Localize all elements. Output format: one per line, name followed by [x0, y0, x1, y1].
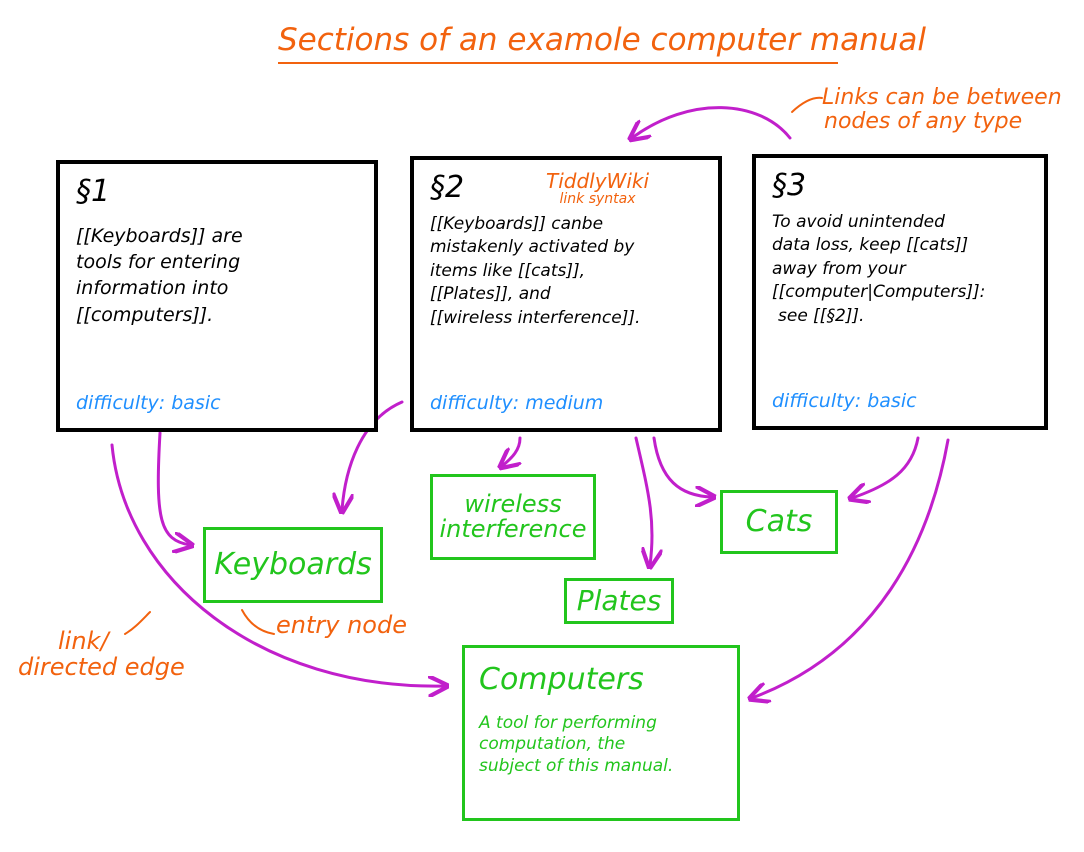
edge-s2-plates	[634, 436, 652, 565]
annotation-pointer-entry-node	[241, 609, 275, 635]
annotation-entry-node: entry node	[276, 611, 407, 639]
annotation-pointer-link-edge	[124, 611, 151, 635]
node-wireless-interference: wireless interference	[430, 474, 596, 560]
section-heading: §3	[772, 168, 807, 203]
section-body: [[Keyboards]] are tools for entering inf…	[76, 225, 243, 326]
edge-s3-computers	[752, 438, 950, 698]
node-title: Computers	[479, 662, 644, 697]
page-title: Sections of an examole computer manual	[278, 22, 926, 64]
difficulty-label: difficulty: medium	[430, 392, 604, 414]
edge-s2-wireless	[502, 436, 520, 466]
node-plates: Plates	[564, 578, 674, 624]
annotation-links-between: Links can be between nodes of any type	[822, 85, 1062, 135]
difficulty-label: difficulty: basic	[772, 390, 917, 412]
node-computers: Computers A tool for performing computat…	[462, 645, 740, 821]
edge-s2-cats	[652, 436, 712, 497]
node-description: A tool for performing computation, the s…	[479, 713, 674, 776]
section-body: [[Keyboards]] canbe mistakenly activated…	[430, 214, 641, 328]
annotation-link-edge: link/ directed edge	[18, 627, 185, 682]
node-keyboards: Keyboards	[203, 527, 383, 603]
edge-s1-computers	[110, 443, 445, 686]
section-3-card: §3 To avoid unintended data loss, keep […	[752, 154, 1048, 430]
edge-links-annotation	[632, 106, 792, 138]
node-cats: Cats	[720, 490, 838, 554]
difficulty-label: difficulty: basic	[76, 392, 221, 414]
annotation-pointer-links	[791, 96, 823, 113]
edge-s1-keyboards	[156, 431, 190, 545]
section-heading: §1	[76, 174, 111, 209]
edge-s3-cats	[852, 436, 920, 498]
section-body: To avoid unintended data loss, keep [[ca…	[772, 212, 986, 326]
edge-s2-keyboards	[342, 400, 404, 510]
section-1-card: §1 [[Keyboards]] are tools for entering …	[56, 160, 378, 432]
section-heading: §2	[430, 170, 465, 205]
section-2-card: §2 [[Keyboards]] canbe mistakenly activa…	[410, 156, 722, 432]
annotation-tiddlywiki: TiddlyWiki link syntax	[546, 169, 650, 207]
